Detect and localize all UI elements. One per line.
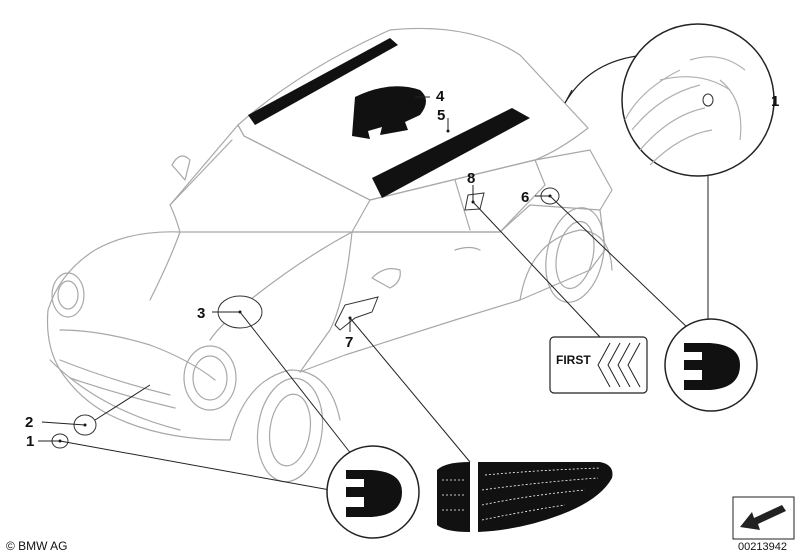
- leader-lines: [38, 96, 765, 491]
- side-scuttle-detail: [437, 462, 613, 532]
- car-outline: [46, 27, 613, 483]
- callout-7: 7: [345, 334, 353, 351]
- arrow-icon: [732, 496, 795, 540]
- roof-stripe-front: [248, 38, 398, 125]
- callout-6: 6: [521, 189, 529, 206]
- label-8: [464, 192, 485, 211]
- callout-1-top: 1: [771, 93, 779, 110]
- diagram-number: 00213942: [738, 541, 787, 553]
- detail-circle-right: [664, 318, 758, 412]
- first-badge: FIRST: [549, 336, 648, 394]
- side-scuttle-7: [334, 296, 379, 331]
- copyright-text: © BMW AG: [6, 539, 68, 553]
- callout-2: 2: [25, 414, 33, 431]
- detail-magnifier-top: [564, 23, 775, 177]
- callout-5: 5: [437, 107, 445, 124]
- detail-circle-bottom: [326, 445, 420, 539]
- callout-1-bottom: 1: [26, 433, 34, 450]
- callout-4: 4: [436, 88, 445, 105]
- decal-4-roof: [352, 86, 426, 139]
- roof-stripe-rear: [372, 108, 530, 198]
- first-badge-text: FIRST: [556, 353, 591, 367]
- callout-8: 8: [467, 170, 475, 187]
- callout-3: 3: [197, 305, 205, 322]
